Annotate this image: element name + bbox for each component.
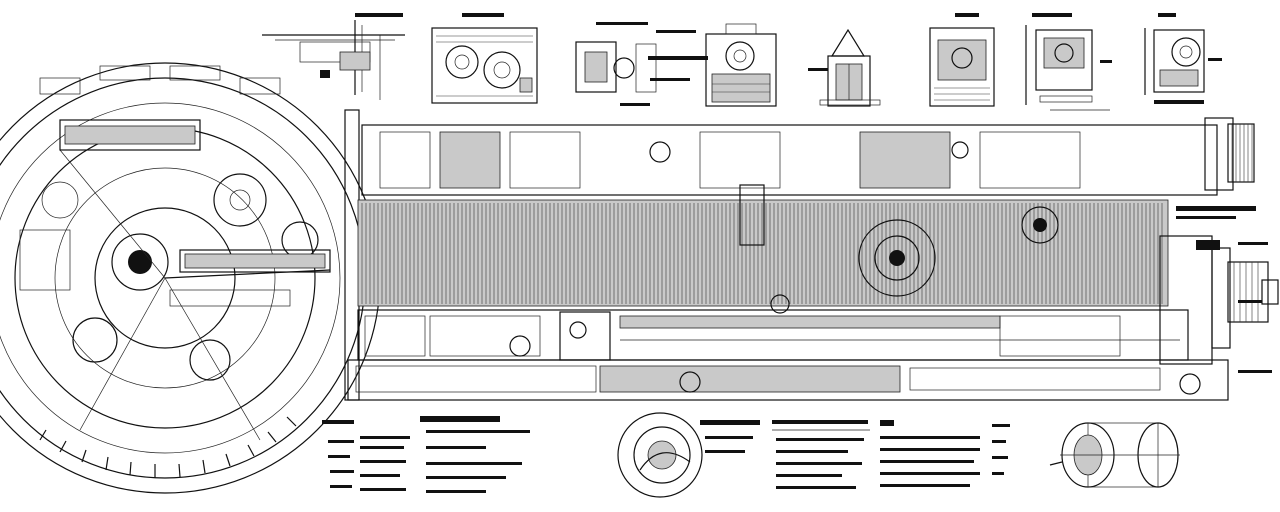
- thumbnail-2: [431, 13, 538, 104]
- thumbnail-6: [929, 13, 995, 107]
- ring-ticks: [39, 416, 297, 478]
- thumbnail-7: [1025, 13, 1112, 111]
- middle-band-hatch: [361, 203, 1163, 304]
- thumbnail-8: [1144, 13, 1222, 104]
- thumbnail-5: [808, 28, 881, 107]
- end-gear: [1227, 261, 1279, 323]
- thumbnail-3: [575, 22, 708, 106]
- detail-callouts: [322, 412, 1180, 498]
- thumbnail-row: [262, 13, 1222, 111]
- elevation-view: [344, 109, 1279, 401]
- end-cap-ribs: [1231, 124, 1253, 182]
- thumbnail-4: [705, 23, 777, 107]
- thumbnail-1: [262, 13, 405, 100]
- circular-side-view: [0, 62, 381, 494]
